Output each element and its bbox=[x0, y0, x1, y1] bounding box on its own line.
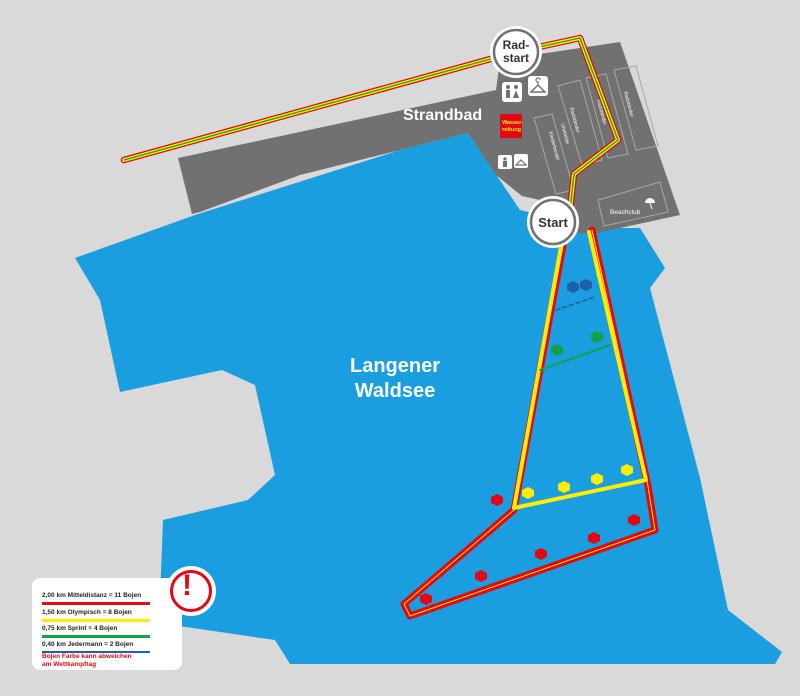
hanger-icon-small bbox=[514, 154, 528, 168]
lake-name-line1: Langener bbox=[350, 355, 440, 377]
beachclub-label: Beachclub bbox=[610, 209, 641, 216]
buoy bbox=[621, 464, 633, 476]
buoy bbox=[475, 570, 487, 582]
legend-line-yellow bbox=[42, 619, 150, 622]
beachclub-area bbox=[597, 181, 669, 227]
buoy bbox=[591, 331, 603, 343]
changing-label: Umkleide bbox=[559, 123, 570, 145]
buoys-red bbox=[420, 494, 640, 605]
umbrella-icon bbox=[645, 198, 655, 210]
buoy bbox=[628, 514, 640, 526]
water-rescue-box bbox=[500, 114, 522, 138]
legend-line-red bbox=[42, 602, 150, 605]
buoy bbox=[567, 281, 579, 293]
buoy bbox=[522, 487, 534, 499]
lake-name-line2: Waldsee bbox=[355, 380, 435, 402]
buoys-green bbox=[551, 331, 603, 356]
bike-start-line1: Rad- bbox=[503, 38, 530, 52]
buoy bbox=[535, 548, 547, 560]
buoy bbox=[591, 473, 603, 485]
swim-start-label: Start bbox=[538, 215, 568, 230]
warning-ring bbox=[170, 570, 212, 612]
toilet-icon bbox=[502, 82, 522, 102]
legend-label-olympic: 1,50 km Olympisch = 8 Bojen bbox=[42, 609, 132, 616]
legend-label-middle: 2,00 km Mitteldistanz = 11 Bojen bbox=[42, 592, 142, 599]
legend-note-line2: am Wettkampftag bbox=[42, 661, 97, 668]
legend-box: 2,00 km Mitteldistanz = 11 Bojen 1,50 km… bbox=[32, 578, 182, 670]
buoy bbox=[551, 344, 563, 356]
buoys-yellow bbox=[522, 464, 633, 499]
swim-start-marker: Start bbox=[527, 196, 579, 248]
swim-course bbox=[400, 220, 659, 620]
buoy bbox=[491, 494, 503, 506]
bike-start-marker: Rad- start bbox=[490, 26, 542, 78]
beach-label: Strandbad bbox=[403, 107, 482, 124]
water-rescue-line2: rettung bbox=[502, 127, 521, 133]
buoy bbox=[588, 532, 600, 544]
buoy bbox=[558, 481, 570, 493]
buoy bbox=[420, 593, 432, 605]
legend-line-green bbox=[42, 635, 150, 638]
legend-label-sprint: 0,75 km Sprint = 4 Bojen bbox=[42, 625, 118, 632]
exclamation-icon: ! bbox=[166, 566, 216, 616]
water-rescue-line1: Wasser- bbox=[502, 120, 523, 126]
lake-area bbox=[75, 133, 782, 664]
warning-mark: ! bbox=[182, 569, 192, 602]
legend-line-blue bbox=[42, 651, 150, 653]
bike-start-line2: start bbox=[503, 51, 529, 65]
legend-note-line1: Bojen Farbe kann abweichen bbox=[42, 653, 132, 660]
toilet-icon-small bbox=[498, 155, 512, 169]
legend-label-jedermann: 0,40 km Jedermann = 2 Bojen bbox=[42, 641, 134, 648]
hanger-icon bbox=[528, 76, 548, 96]
buoy bbox=[580, 279, 592, 291]
buoys-blue bbox=[567, 279, 592, 293]
bike-route bbox=[120, 34, 622, 232]
beach-area bbox=[178, 42, 680, 234]
